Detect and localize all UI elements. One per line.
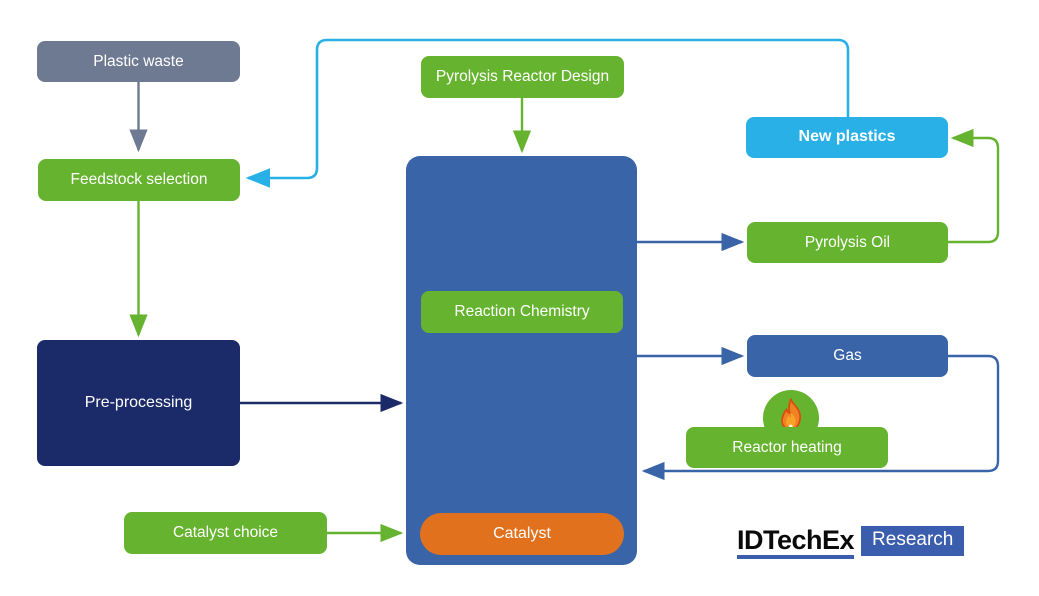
reactor-vessel — [406, 156, 637, 565]
node-catalyst: Catalyst — [420, 513, 624, 555]
idtechex-logo: IDTechEx Research — [737, 526, 965, 560]
node-catalyst-choice: Catalyst choice — [124, 512, 327, 554]
node-pyrolysis-reactor-design: Pyrolysis Reactor Design — [421, 56, 624, 98]
node-reaction-chemistry: Reaction Chemistry — [421, 291, 623, 333]
node-new-plastics: New plastics — [746, 117, 948, 158]
node-pre-processing: Pre-processing — [37, 340, 240, 466]
logo-division-badge: Research — [861, 526, 965, 556]
arrow-pyrolysis-oil-to-new-plastics — [948, 128, 1000, 244]
node-reactor-heating: Reactor heating — [686, 427, 888, 468]
logo-brand-text: IDTechEx — [737, 526, 855, 560]
node-feedstock-selection: Feedstock selection — [38, 159, 240, 201]
node-pyrolysis-oil: Pyrolysis Oil — [747, 222, 948, 263]
node-gas: Gas — [747, 335, 948, 377]
node-plastic-waste: Plastic waste — [37, 41, 240, 82]
